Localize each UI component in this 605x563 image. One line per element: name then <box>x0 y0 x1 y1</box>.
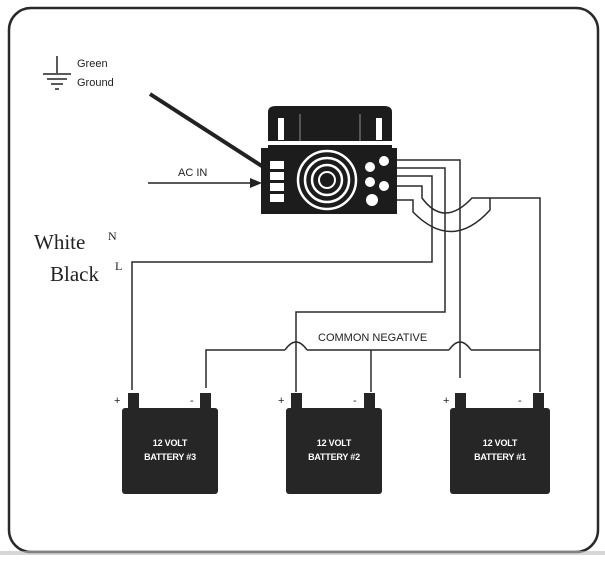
common-negative-label: COMMON NEGATIVE <box>318 332 427 344</box>
battery-1-label-line1: 12 VOLT <box>483 438 518 448</box>
battery-1 <box>450 393 550 494</box>
white-label: White <box>34 230 85 254</box>
battery-3-label-line1: 12 VOLT <box>153 438 188 448</box>
fan-grille-icon <box>296 149 358 211</box>
battery-2-minus: - <box>353 395 357 407</box>
battery-2-label-line1: 12 VOLT <box>317 438 352 448</box>
battery-1-label-line2: BATTERY #1 <box>474 452 526 462</box>
battery-3-label-line2: BATTERY #3 <box>144 452 196 462</box>
control-knobs <box>365 156 389 206</box>
battery-1-minus: - <box>518 395 522 407</box>
ac-in-arrow <box>148 178 262 188</box>
ground-label-line2: Ground <box>77 77 114 89</box>
black-sup-label: L <box>115 259 122 273</box>
battery-3 <box>122 393 218 494</box>
battery-2-plus: + <box>278 395 284 407</box>
inverter-indicator-leds <box>270 161 284 202</box>
ground-wire <box>148 92 270 172</box>
common-negative-bus <box>205 341 540 392</box>
battery-2 <box>286 393 382 494</box>
battery-1-plus: + <box>443 395 449 407</box>
ac-in-label: AC IN <box>178 167 207 179</box>
white-sup-label: N <box>108 229 117 243</box>
battery-2-label-line2: BATTERY #2 <box>308 452 360 462</box>
ground-label-line1: Green <box>77 58 108 70</box>
device-dc-leads <box>131 159 541 392</box>
battery-3-minus: - <box>190 395 194 407</box>
black-label: Black <box>50 262 99 286</box>
inverter-charger-device <box>261 106 397 214</box>
ground-icon <box>43 56 71 90</box>
battery-3-plus: + <box>114 395 120 407</box>
